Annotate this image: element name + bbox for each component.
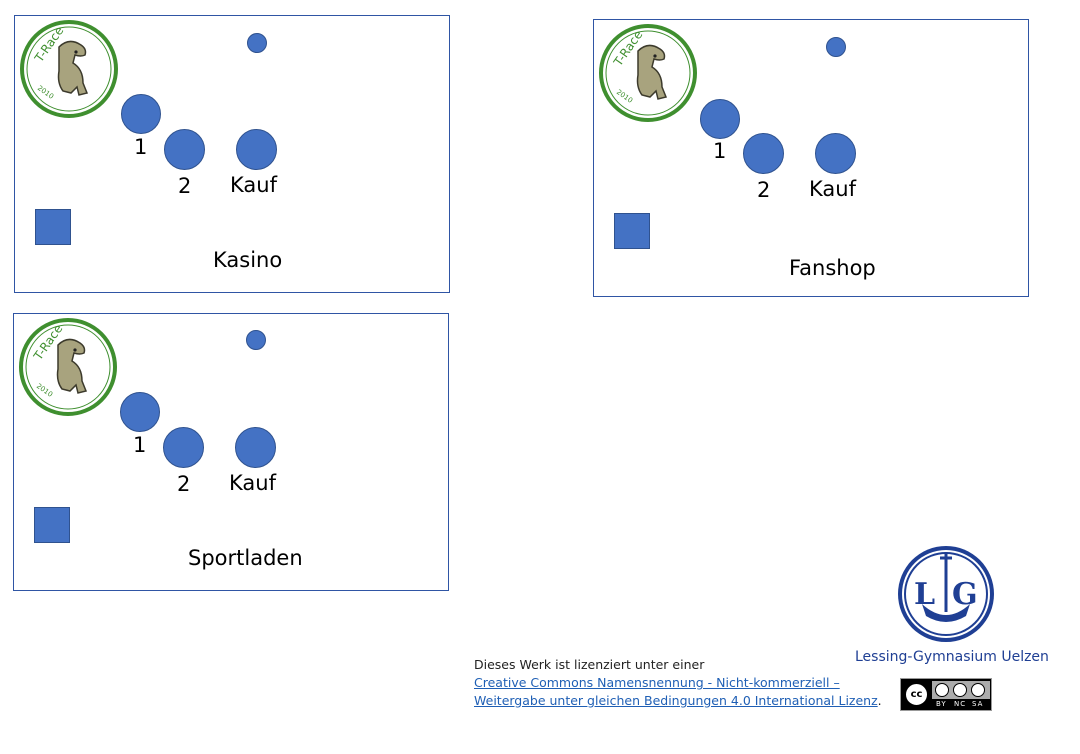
school-name: Lessing-Gymnasium Uelzen [855, 649, 1049, 665]
small-dot [247, 33, 267, 53]
card-title: Fanshop [789, 256, 876, 280]
t-race-badge-icon: T-Race 2010 [19, 318, 117, 416]
card-sportladen: T-Race 2010 1 2 Kauf Sportladen [13, 313, 449, 591]
t-race-badge-icon: T-Race 2010 [20, 20, 118, 118]
square-marker [614, 213, 650, 249]
buy-dot [235, 427, 276, 468]
nc-icon [953, 683, 967, 697]
field-2-dot [163, 427, 204, 468]
school-logo-icon: L G [898, 546, 994, 642]
label-2: 2 [757, 178, 771, 202]
label-kauf: Kauf [229, 471, 276, 495]
buy-dot [815, 133, 856, 174]
label-kauf: Kauf [230, 173, 277, 197]
card-kasino: T-Race 2010 1 2 Kauf Kasino [14, 15, 450, 293]
license-link-line1[interactable]: Creative Commons Namensnennung - Nicht-k… [474, 675, 840, 690]
cc-sa-label: SA [972, 700, 984, 708]
label-1: 1 [134, 135, 148, 159]
field-1-dot [120, 392, 160, 432]
license-link-line2[interactable]: Weitergabe unter gleichen Bedingungen 4.… [474, 693, 878, 708]
small-dot [246, 330, 266, 350]
cc-icon: cc [904, 682, 929, 707]
cc-by-label: BY [936, 700, 947, 708]
small-dot [826, 37, 846, 57]
label-kauf: Kauf [809, 177, 856, 201]
label-1: 1 [713, 139, 727, 163]
field-1-dot [700, 99, 740, 139]
card-title: Kasino [213, 248, 283, 272]
svg-text:L: L [914, 577, 935, 612]
cc-license-badge[interactable]: cc BY NC SA [900, 678, 992, 711]
label-1: 1 [133, 433, 147, 457]
label-2: 2 [178, 174, 192, 198]
t-race-badge-icon: T-Race 2010 [599, 24, 697, 122]
cc-nc-label: NC [954, 700, 967, 708]
field-2-dot [164, 129, 205, 170]
card-title: Sportladen [188, 546, 303, 570]
field-2-dot [743, 133, 784, 174]
by-icon [935, 683, 949, 697]
svg-text:G: G [952, 577, 978, 612]
buy-dot [236, 129, 277, 170]
license-intro: Dieses Werk ist lizenziert unter einer [474, 657, 705, 672]
sa-icon [971, 683, 985, 697]
label-2: 2 [177, 472, 191, 496]
square-marker [35, 209, 71, 245]
license-suffix: . [877, 693, 882, 708]
square-marker [34, 507, 70, 543]
card-fanshop: T-Race 2010 1 2 Kauf Fanshop [593, 19, 1029, 297]
license-notice: Dieses Werk ist lizenziert unter einer C… [474, 656, 894, 710]
field-1-dot [121, 94, 161, 134]
